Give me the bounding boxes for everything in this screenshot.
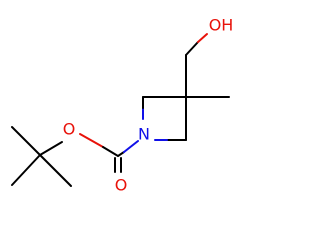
bond-carbonyl-to-nitrogen-part: [117, 151, 125, 157]
bond-tbu-methyl-lower: [39, 154, 72, 187]
bond-ch2-to-oh-black: [185, 41, 199, 56]
bond-tbu-methyl-upper: [11, 126, 41, 156]
bond-ch2-to-oh-red: [197, 33, 208, 43]
carbonyl-oxygen-label: O: [115, 176, 128, 195]
bond-oxygen-to-carbonyl: [79, 133, 104, 148]
bond-tbu-methyl-left: [11, 154, 41, 186]
quaternary-substituents: [185, 33, 230, 98]
ester-oxygen-label: O: [63, 120, 76, 139]
azetidine-ring: [142, 96, 187, 141]
bond-carbonyl-carbon: [102, 146, 119, 157]
carbamate-group: [79, 133, 139, 173]
bond-nitrogen-to-carbonyl: [123, 140, 139, 153]
structure-diagram: OH N O O: [11, 16, 234, 195]
hydroxyl-label: OH: [209, 16, 234, 35]
bond-tbu-to-oxygen: [39, 141, 63, 156]
tert-butyl-group: [11, 126, 72, 187]
nitrogen-label: N: [138, 125, 150, 144]
